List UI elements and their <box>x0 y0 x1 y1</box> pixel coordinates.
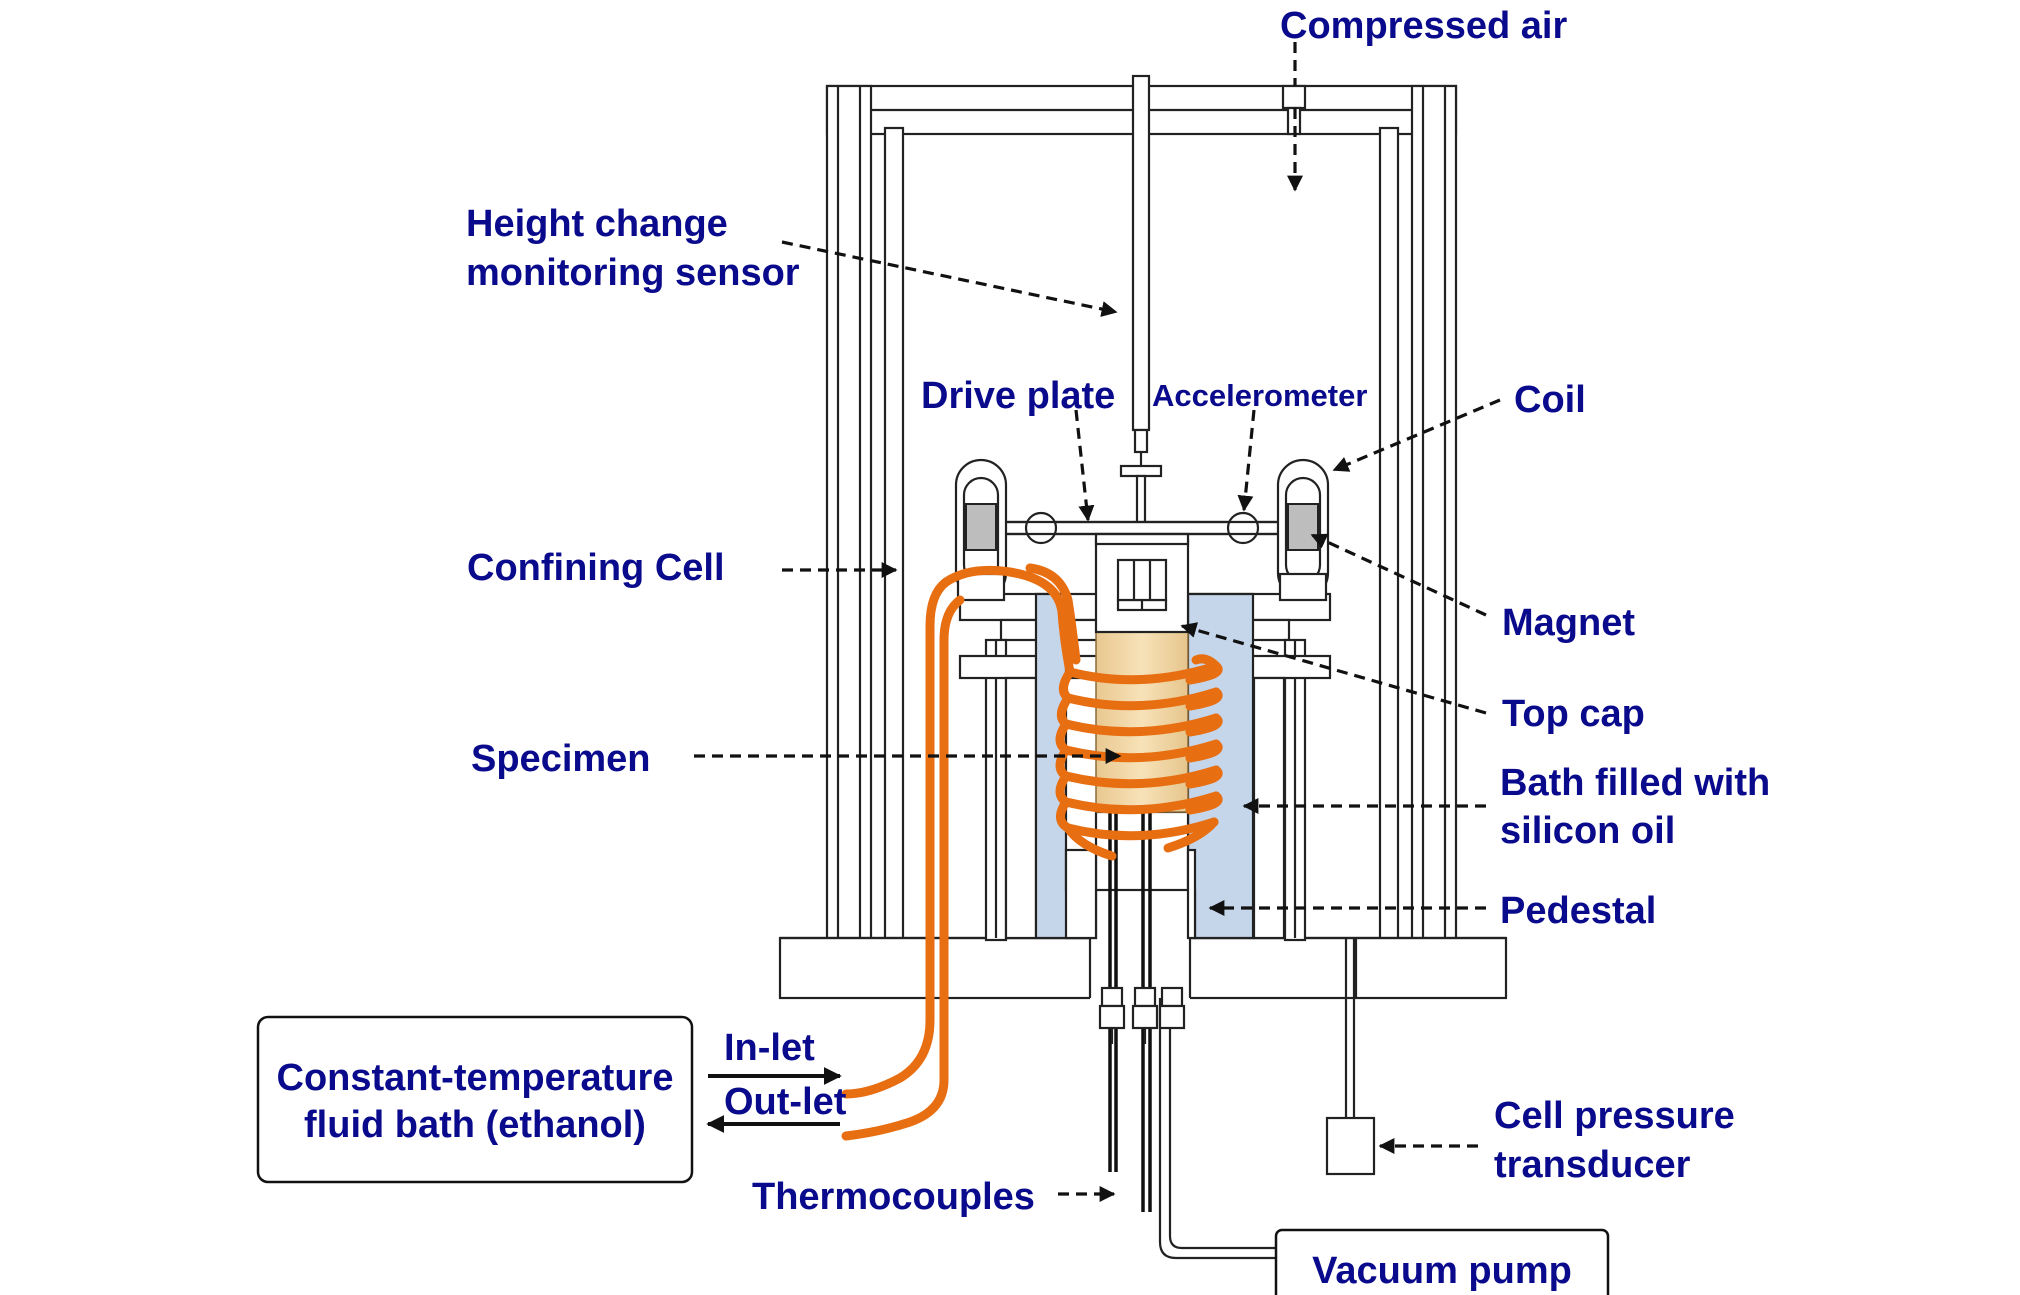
vacuum-pump-box: Vacuum pump <box>1274 1228 1610 1295</box>
drive-system <box>988 74 1296 546</box>
thermocouples <box>1098 808 1186 1212</box>
vacuum-line <box>1158 998 1276 1260</box>
coil-label: Coil <box>1514 379 1586 421</box>
vacuum-pump-label: Vacuum pump <box>1312 1250 1572 1292</box>
top-cap-label: Top cap <box>1502 693 1645 735</box>
cooling-coil-tubing <box>841 563 1223 1141</box>
drive-plate-label: Drive plate <box>921 375 1115 417</box>
top-cap <box>1094 538 1190 634</box>
pedestal-label: Pedestal <box>1500 890 1656 932</box>
height-sensor-label-2: monitoring sensor <box>466 252 800 294</box>
cell-pressure-label-1: Cell pressure <box>1494 1095 1735 1137</box>
coil-left <box>954 458 1008 602</box>
accelerometer-label: Accelerometer <box>1152 378 1367 413</box>
inlet-label: In-let <box>724 1027 815 1069</box>
fluid-bath-box: Constant-temperature fluid bath (ethanol… <box>256 1015 694 1184</box>
labels: Compressed air Height change monitoring … <box>466 5 1770 1218</box>
inlet-outlet-arrows: In-let Out-let <box>706 1027 847 1133</box>
coil-right <box>1276 458 1330 602</box>
confining-cell-label: Confining Cell <box>467 547 725 589</box>
compressed-air-label: Compressed air <box>1280 5 1567 47</box>
fluid-bath-label-2: fluid bath (ethanol) <box>304 1104 646 1146</box>
thermocouples-label: Thermocouples <box>752 1176 1035 1218</box>
leader-arrows <box>694 42 1501 1202</box>
magnet-label: Magnet <box>1502 602 1635 644</box>
outlet-label: Out-let <box>724 1081 847 1123</box>
fluid-bath-label-1: Constant-temperature <box>277 1057 674 1099</box>
pressure-transducer <box>1325 938 1376 1176</box>
height-sensor-label-1: Height change <box>466 203 728 245</box>
loading-frame <box>825 84 1458 948</box>
cell-pressure-label-2: transducer <box>1494 1144 1691 1186</box>
specimen-label: Specimen <box>471 738 651 780</box>
bath-label-2: silicon oil <box>1500 810 1675 852</box>
bath-label-1: Bath filled with <box>1500 762 1770 804</box>
